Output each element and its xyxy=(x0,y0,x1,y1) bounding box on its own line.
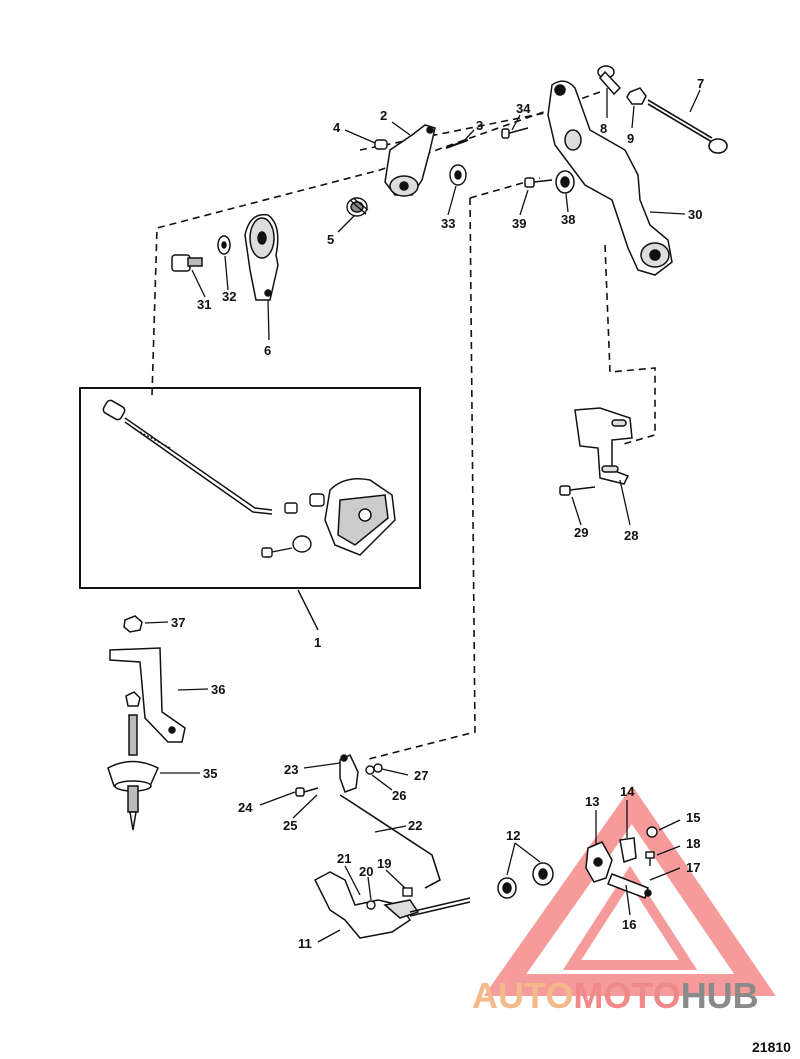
callout-36: 36 xyxy=(211,682,225,697)
callout-23: 23 xyxy=(284,762,298,777)
part-4-bushing xyxy=(374,139,388,150)
callout-37: 37 xyxy=(171,615,185,630)
callout-21: 21 xyxy=(337,851,351,866)
callout-2: 2 xyxy=(380,108,387,123)
callout-28: 28 xyxy=(624,528,638,543)
part-33-washer xyxy=(449,164,467,186)
part-9-nut xyxy=(626,87,647,105)
part-19-nut xyxy=(402,887,413,897)
part-1-linkage-rod-assembly xyxy=(102,399,273,515)
callout-24: 24 xyxy=(238,800,253,815)
part-5-spring xyxy=(346,197,369,217)
part-3-spring-pin xyxy=(445,139,469,149)
callout-18: 18 xyxy=(686,836,700,851)
callout-30: 30 xyxy=(688,207,702,222)
callout-33: 33 xyxy=(441,216,455,231)
callout-29: 29 xyxy=(574,525,588,540)
callout-11: 11 xyxy=(298,936,312,951)
part-28-bracket xyxy=(574,407,633,485)
callout-5: 5 xyxy=(327,232,334,247)
part-11-shift-lever xyxy=(314,871,471,939)
callout-14: 14 xyxy=(620,784,635,799)
callout-25: 25 xyxy=(283,818,297,833)
watermark-text: AUTOMOTOHUB xyxy=(472,975,759,1016)
callout-19: 19 xyxy=(377,856,391,871)
callout-3: 3 xyxy=(476,118,483,133)
part-18-screw xyxy=(645,851,655,866)
callout-8: 8 xyxy=(600,121,607,136)
watermark-hub: HUB xyxy=(681,975,759,1016)
leader-lines xyxy=(144,88,701,943)
part-13-cam xyxy=(585,841,613,883)
callout-31: 31 xyxy=(197,297,211,312)
svg-text:AUTOMOTOHUB: AUTOMOTOHUB xyxy=(472,975,759,1016)
callout-20: 20 xyxy=(359,864,373,879)
part-32-washer xyxy=(217,235,231,255)
figure-number: 21810 xyxy=(752,1039,791,1055)
part-24-screw xyxy=(295,787,319,797)
part-1-small-fittings xyxy=(261,493,325,558)
callout-6: 6 xyxy=(264,343,271,358)
part-37-nut xyxy=(123,615,143,633)
part-34-screw xyxy=(501,127,529,139)
part-38-spacer xyxy=(555,170,575,194)
part-26-washer xyxy=(365,765,375,775)
part-30-link-arm xyxy=(547,80,673,276)
part-16-link xyxy=(607,873,652,899)
callout-17: 17 xyxy=(686,860,700,875)
carburetor-linkage-inset-box xyxy=(79,387,421,589)
part-31-shoulder-bolt xyxy=(171,254,203,272)
callout-13: 13 xyxy=(585,794,599,809)
callout-27: 27 xyxy=(414,768,428,783)
callout-15: 15 xyxy=(686,810,700,825)
part-27-nut xyxy=(373,763,383,773)
part-6-throttle-cam xyxy=(244,213,279,301)
part-7-rod-assembly xyxy=(647,99,728,154)
part-29-bolt xyxy=(559,485,596,496)
callout-numbers: 1 2 3 4 5 6 7 8 9 11 12 13 14 15 16 17 1… xyxy=(171,76,704,951)
inset-leader-line xyxy=(297,589,319,631)
callout-7: 7 xyxy=(697,76,704,91)
callout-26: 26 xyxy=(392,788,406,803)
callout-39: 39 xyxy=(512,216,526,231)
watermark-moto: MOTO xyxy=(573,975,680,1016)
part-1-carburetor-cover xyxy=(324,478,396,556)
part-39-bolt xyxy=(524,177,553,188)
callout-4: 4 xyxy=(333,120,341,135)
watermark-triangle xyxy=(483,785,776,996)
part-15-nut xyxy=(646,826,658,838)
callout-16: 16 xyxy=(622,917,636,932)
callout-38: 38 xyxy=(561,212,575,227)
part-2-throttle-lever xyxy=(384,124,436,197)
part-35-mount xyxy=(107,691,159,831)
callout-22: 22 xyxy=(408,818,422,833)
part-23-lever xyxy=(339,753,359,793)
callout-32: 32 xyxy=(222,289,236,304)
callout-1: 1 xyxy=(314,635,321,650)
callout-9: 9 xyxy=(627,131,634,146)
part-36-bracket xyxy=(109,647,186,743)
part-22-link-rod xyxy=(339,794,441,889)
callout-12: 12 xyxy=(506,828,520,843)
part-20-washer xyxy=(366,900,376,910)
part-12-bushings xyxy=(497,862,554,899)
watermark-auto: AUTO xyxy=(472,975,573,1016)
part-14-plate xyxy=(619,837,637,863)
part-8-rod-end xyxy=(597,65,622,96)
callout-34: 34 xyxy=(516,101,531,116)
callout-35: 35 xyxy=(203,766,217,781)
